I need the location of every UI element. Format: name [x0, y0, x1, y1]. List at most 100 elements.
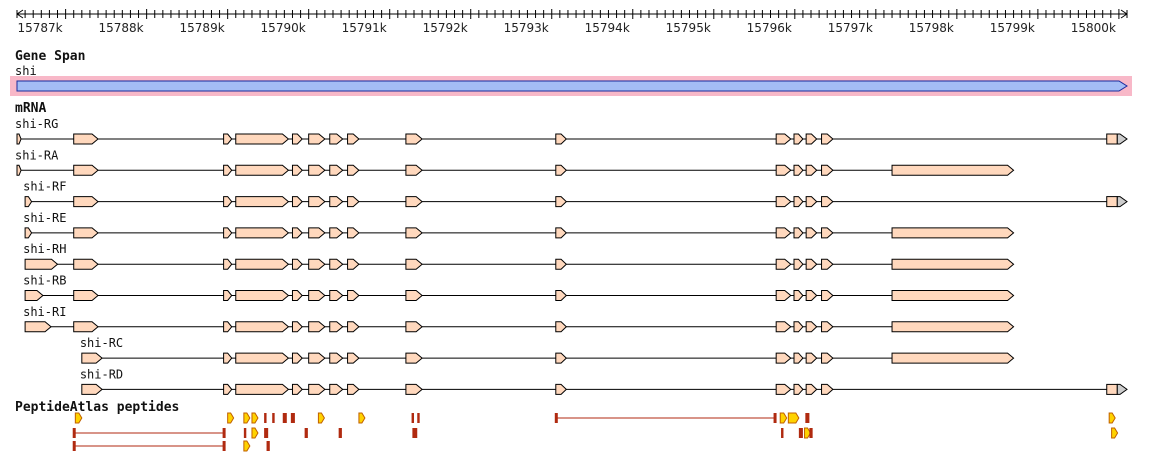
exon [347, 321, 360, 333]
peptide-bar[interactable] [809, 428, 813, 438]
transcript-shi-RG[interactable]: shi-RG [15, 117, 1128, 145]
exon [555, 383, 568, 395]
exon [81, 352, 103, 364]
peptide-glyph[interactable] [243, 440, 251, 452]
exon [405, 352, 423, 364]
peptide-glyph[interactable] [1111, 427, 1119, 439]
ruler-tick-label: 15796k [747, 21, 792, 35]
peptide-bar[interactable] [282, 413, 287, 423]
peptide-bar[interactable] [417, 413, 420, 423]
peptide-bar[interactable] [272, 413, 275, 423]
exon [805, 164, 818, 176]
exon [329, 321, 344, 333]
exon [555, 258, 568, 270]
exon [73, 196, 99, 208]
exon [805, 133, 818, 145]
exon [223, 383, 233, 395]
exon [16, 164, 22, 176]
peptide-bar[interactable] [338, 428, 342, 438]
exon [821, 383, 834, 395]
exon [223, 227, 233, 239]
gene-span-feature[interactable] [10, 76, 1132, 96]
exon [405, 227, 423, 239]
gene-label: shi [15, 64, 37, 78]
transcript-shi-RA[interactable]: shi-RA [15, 148, 1015, 176]
peptide-cap [222, 428, 226, 438]
exon [235, 227, 290, 239]
peptide-bar[interactable] [264, 413, 267, 423]
peptide-bar[interactable] [264, 428, 269, 438]
exon [291, 352, 303, 364]
exon [347, 164, 360, 176]
transcript-shi-RF[interactable]: shi-RF [23, 180, 1128, 208]
exon [329, 133, 344, 145]
peptide-cap [773, 413, 777, 423]
peptide-bar[interactable] [243, 428, 247, 438]
transcript-shi-RB[interactable]: shi-RB [23, 274, 1015, 301]
transcript-shi-RD[interactable]: shi-RD [80, 367, 1128, 395]
exon [821, 258, 834, 270]
exon [793, 258, 804, 270]
exon [793, 290, 804, 301]
exon [329, 164, 344, 176]
exon [405, 383, 423, 395]
peptide-bar[interactable] [411, 413, 415, 423]
peptide-glyph[interactable] [251, 412, 259, 424]
peptide-bar[interactable] [412, 428, 418, 438]
exon [793, 196, 804, 208]
peptide-glyph[interactable] [251, 427, 259, 439]
exon [235, 196, 290, 208]
exon [235, 290, 290, 301]
exon [775, 133, 792, 145]
peptide-glyph[interactable] [243, 412, 251, 424]
exon [1106, 133, 1118, 145]
exon [73, 227, 99, 239]
peptide-glyph[interactable] [1108, 412, 1116, 424]
exon [405, 133, 423, 145]
exon [805, 383, 818, 395]
gene-glyph[interactable] [16, 80, 1128, 92]
peptide-glyph[interactable] [787, 412, 800, 424]
exon [73, 321, 99, 333]
exon [308, 196, 326, 208]
exon [235, 164, 290, 176]
peptide-glyph[interactable] [317, 412, 325, 424]
exon [235, 352, 290, 364]
ruler-tick-label: 15789k [180, 21, 225, 35]
peptide-glyph[interactable] [74, 412, 83, 424]
peptide-glyph[interactable] [227, 412, 235, 424]
exon [793, 133, 804, 145]
exon [329, 290, 344, 301]
exon [235, 321, 290, 333]
exon [24, 196, 33, 208]
peptide-bar[interactable] [781, 428, 784, 438]
exon [73, 258, 99, 270]
transcript-shi-RI[interactable]: shi-RI [23, 305, 1015, 333]
exon [347, 383, 360, 395]
peptide-bar[interactable] [805, 413, 810, 423]
peptide-bar[interactable] [290, 413, 295, 423]
transcript-label: shi-RI [23, 305, 66, 319]
transcript-shi-RE[interactable]: shi-RE [23, 211, 1015, 239]
peptide-cap [72, 441, 76, 451]
peptide-bar[interactable] [304, 428, 308, 438]
exon [555, 164, 568, 176]
peptide-glyph[interactable] [358, 412, 366, 424]
ruler-tick-label: 15794k [585, 21, 630, 35]
transcript-shi-RC[interactable]: shi-RC [80, 336, 1015, 364]
peptide-glyph[interactable] [804, 427, 812, 439]
exon [223, 321, 233, 333]
exon [223, 196, 233, 208]
peptide-bar[interactable] [798, 428, 803, 438]
exon [308, 321, 326, 333]
exon [1106, 196, 1118, 208]
exon [235, 133, 290, 145]
peptide-bar[interactable] [266, 441, 270, 451]
peptide-glyph[interactable] [779, 412, 788, 424]
exon [308, 258, 326, 270]
transcript-shi-RH[interactable]: shi-RH [23, 242, 1015, 270]
utr-exon [1116, 383, 1128, 395]
exon [775, 290, 792, 301]
exon [793, 321, 804, 333]
